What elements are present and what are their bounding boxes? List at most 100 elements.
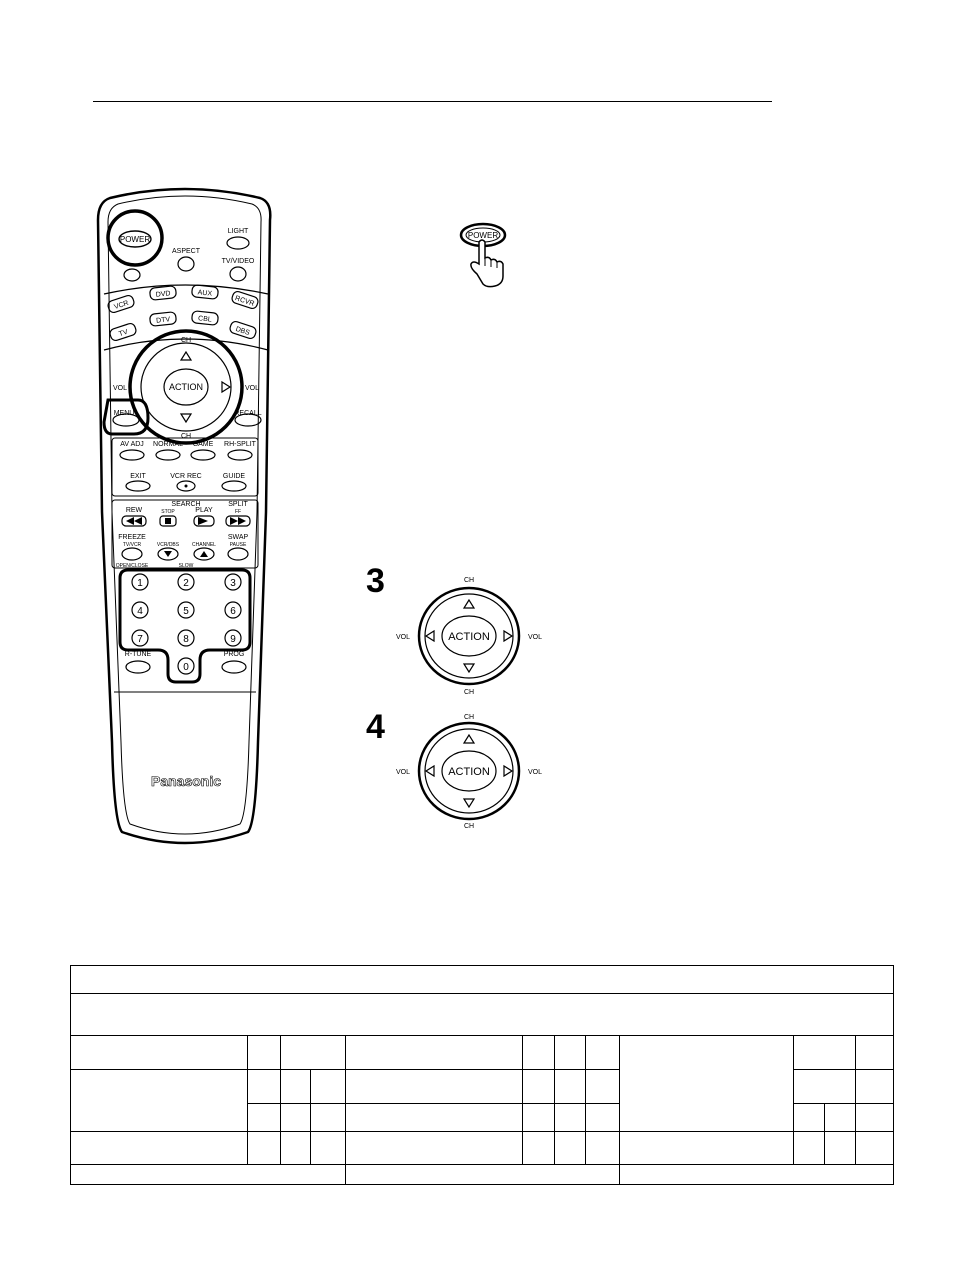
recall-button [234,413,262,427]
svg-text:VOL: VOL [528,634,542,641]
table-row [70,1069,895,1132]
svg-text:DVD: DVD [155,290,170,299]
power-button-label: POWER [120,235,150,244]
number-pad-highlight [118,568,252,684]
table-row [70,1131,895,1165]
svg-text:R-TUNE: R-TUNE [125,651,152,658]
svg-text:REW: REW [126,507,143,514]
svg-text:ACTION: ACTION [448,766,490,778]
svg-text:VOL: VOL [528,769,542,776]
svg-text:DBS: DBS [235,326,251,337]
svg-text:VOL: VOL [396,769,410,776]
table-row [70,1035,895,1132]
svg-text:2: 2 [183,578,189,589]
svg-text:TV/VCR: TV/VCR [123,542,142,548]
power-highlight-ring [106,209,164,267]
svg-text:1: 1 [137,578,143,589]
svg-text:SPLIT: SPLIT [228,501,248,508]
svg-text:FREEZE: FREEZE [118,534,146,541]
settings-table [69,965,895,1185]
down-arrow-icon [462,663,476,674]
left-arrow-icon [424,629,435,643]
pointing-hand-icon [470,239,504,288]
svg-text:CH: CH [464,823,474,830]
svg-text:ACTION: ACTION [448,631,490,643]
svg-text:VOL: VOL [245,385,259,392]
svg-text:SWAP: SWAP [228,534,249,541]
svg-text:5: 5 [183,606,189,617]
svg-text:VOL: VOL [113,385,127,392]
svg-text:CH: CH [464,577,474,584]
tv-video-button [229,266,247,282]
action-button-icon [441,750,497,792]
step-4-number: 4 [366,708,385,746]
down-arrow-icon [462,798,476,809]
table-title-row [69,965,895,994]
svg-text:RECALL: RECALL [234,410,261,417]
aspect-button [177,256,195,272]
svg-text:PLAY: PLAY [195,507,213,514]
menu-highlight [102,398,150,436]
svg-text:RH-SPLIT: RH-SPLIT [224,441,257,448]
svg-text:8: 8 [183,634,189,645]
power-hand-label: POWER [468,231,498,240]
svg-text:CBL: CBL [198,315,212,323]
svg-text:SLOW: SLOW [179,563,194,569]
panasonic-logo: Panasonic [151,773,221,789]
svg-text:CHANNEL: CHANNEL [192,542,216,548]
svg-text:AUX: AUX [197,289,212,298]
menu-button [112,413,140,427]
up-arrow-icon [462,733,476,744]
svg-text:CH: CH [464,689,474,696]
right-arrow-icon [503,629,514,643]
svg-text:EXIT: EXIT [130,473,146,480]
svg-text:VCR: VCR [113,300,129,311]
svg-text:LIGHT: LIGHT [228,228,249,235]
svg-text:GAME: GAME [193,441,214,448]
svg-text:ACTION: ACTION [169,382,203,392]
up-arrow-icon [462,598,476,609]
svg-text:DTV: DTV [156,316,171,324]
svg-text:OPEN/CLOSE: OPEN/CLOSE [116,563,149,569]
svg-text:SEARCH: SEARCH [171,501,200,508]
svg-text:VCR REC: VCR REC [170,473,202,480]
ch-up-arrow-icon [179,350,193,361]
svg-text:VCR/DBS: VCR/DBS [157,542,180,548]
svg-text:GUIDE: GUIDE [223,473,246,480]
left-arrow-icon [424,764,435,778]
action-button-icon [441,615,497,657]
action-highlight-ring [128,329,244,445]
svg-text:7: 7 [137,634,143,645]
step-3-action-pad: ACTION CH CH VOL VOL [396,577,542,696]
remote-control-illustration: POWER ASPECT LIGHT TV/VIDEO VCR DVD AUX … [96,187,272,845]
action-button [163,368,209,406]
svg-text:4: 4 [137,606,143,617]
svg-text:AV ADJ: AV ADJ [120,441,144,448]
power-press-illustration: POWER [459,222,507,288]
svg-text:PROG: PROG [224,651,245,658]
svg-text:CH: CH [464,714,474,721]
step-4-action-pad: ACTION CH CH VOL VOL [396,714,542,830]
svg-text:TV/VIDEO: TV/VIDEO [222,258,255,265]
svg-text:ASPECT: ASPECT [172,248,201,255]
svg-text:VOL: VOL [396,634,410,641]
light-button [226,236,250,250]
right-arrow-icon [503,764,514,778]
number-pad [131,573,242,675]
device-buttons [107,284,259,342]
svg-text:9: 9 [230,634,236,645]
svg-text:CH: CH [181,433,191,440]
svg-text:FF: FF [235,509,241,515]
svg-text:NORMAL: NORMAL [153,441,183,448]
svg-text:STOP: STOP [161,509,175,515]
ch-down-arrow-icon [179,413,193,424]
vol-right-arrow-icon [221,380,232,394]
svg-text:3: 3 [230,578,236,589]
svg-text:0: 0 [183,662,189,673]
svg-text:6: 6 [230,606,236,617]
step-3-number: 3 [366,562,385,600]
svg-text:MENU: MENU [114,410,135,417]
table-footer-row [70,1164,895,1185]
svg-text:TV: TV [118,329,129,339]
svg-text:CH: CH [181,337,191,344]
